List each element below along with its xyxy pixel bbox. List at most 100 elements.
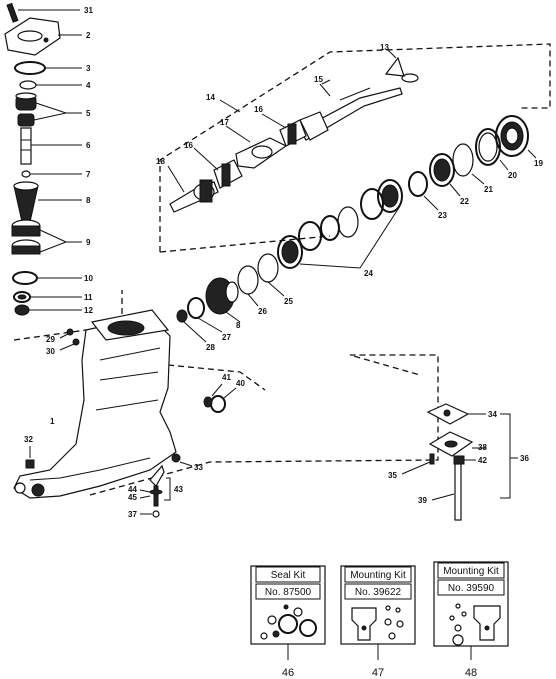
forward-gear-part-8 [205,277,239,315]
callout-43: 43 [174,485,183,494]
kit-box-seal: Seal Kit No. 87500 46 [250,565,326,679]
callout-16-upper: 16 [254,105,263,114]
shaft-part-6 [20,127,82,165]
screw-part-29-30 [59,328,80,351]
bearing-part-9 [11,219,82,255]
race-part-11 [13,291,82,303]
callout-29: 29 [46,335,55,344]
kit-mount1-number: No. 39622 [355,587,402,598]
callout-41: 41 [222,373,231,382]
callout-11: 11 [84,293,93,302]
kit-seal-ref: 46 [282,667,294,679]
ujoint-part-16-lower [213,159,243,189]
callout-3: 3 [86,64,91,73]
callout-44: 44 [128,485,137,494]
drain-screw-part-43 [139,464,171,518]
shim-part-26 [237,265,259,295]
callout-25: 25 [284,297,293,306]
pinion-gear-part-8-left [13,181,82,223]
kit-mount2-ref: 48 [465,667,477,679]
bearing-part-19 [495,115,529,157]
leader-lines-upper [167,49,537,343]
callout-26: 26 [258,307,267,316]
callout-2: 2 [86,31,91,40]
bearing-part-22 [429,153,455,187]
callout-36: 36 [520,454,529,463]
callout-21: 21 [484,185,493,194]
callout-12: 12 [84,306,93,315]
race-part-23 [408,171,428,197]
kit-mount1-ref: 47 [372,667,384,679]
washer-part-27 [187,297,205,319]
cover-part-2 [4,17,82,56]
plate-part-34 [426,403,486,425]
callout-5: 5 [86,109,91,118]
driveshaft-part-15 [299,79,403,141]
screw-part-35 [401,453,435,475]
callout-15: 15 [314,75,323,84]
callout-9: 9 [86,238,91,247]
kit-box-mounting-39622: Mounting Kit No. 39622 47 [340,565,416,679]
callout-40: 40 [236,379,245,388]
callout-17: 17 [220,118,229,127]
callout-18: 18 [156,157,165,166]
shim-part-25 [257,253,279,283]
callout-34: 34 [488,410,497,419]
oring-part-10 [12,271,82,285]
callout-45: 45 [128,493,137,502]
input-shaft-part-18 [169,179,219,213]
screw-part-31 [6,2,80,23]
callout-16-lower: 16 [184,141,193,150]
callout-14: 14 [206,93,215,102]
nut-part-42 [453,455,476,465]
washer-part-4 [19,80,82,90]
callout-32: 32 [24,435,33,444]
callout-8-mid: 8 [236,321,241,330]
oring-part-3 [14,61,82,75]
race-part-20 [475,128,501,166]
retainer-part-38 [428,431,486,457]
callout-19: 19 [534,159,543,168]
kit-mount2-number: No. 39590 [448,583,495,594]
callout-37: 37 [128,510,137,519]
callout-4: 4 [86,81,91,90]
plug-part-33 [171,453,193,467]
ring-part-7 [21,170,82,178]
kit-seal-title: Seal Kit [271,570,306,581]
callout-28: 28 [206,343,215,352]
bracket-part-36 [500,413,518,499]
kit-mount1-title: Mounting Kit [350,570,406,581]
callout-8-left: 8 [86,196,91,205]
callout-1: 1 [50,417,55,426]
callout-42: 42 [478,456,487,465]
callout-39: 39 [418,496,427,505]
callout-7: 7 [86,170,91,179]
callout-22: 22 [460,197,469,206]
callout-27: 27 [222,333,231,342]
callout-23: 23 [438,211,447,220]
gear-housing-part-1 [13,309,177,499]
kit-mount2-title: Mounting Kit [443,566,499,577]
plug-part-32 [25,446,35,469]
callout-38: 38 [478,443,487,452]
shim-part-21 [452,143,474,177]
bearing-part-5 [15,92,82,127]
callout-24: 24 [364,269,373,278]
callout-35: 35 [388,471,397,480]
callout-20: 20 [508,171,517,180]
yoke-part-17 [235,137,288,169]
seal-part-28 [176,309,188,323]
shaft-part-39 [431,463,462,521]
callout-31: 31 [84,6,93,15]
callout-30: 30 [46,347,55,356]
clip-part-13 [384,56,419,83]
ujoint-part-16-upper [279,119,307,147]
callout-6: 6 [86,141,91,150]
callout-13: 13 [380,43,389,52]
callout-33: 33 [194,463,203,472]
kit-seal-number: No. 87500 [265,587,312,598]
seal-part-40-41 [203,383,237,413]
group-outline-upper [159,43,551,253]
cap-part-12 [14,304,82,316]
bearing-set-part-24 [277,179,403,269]
